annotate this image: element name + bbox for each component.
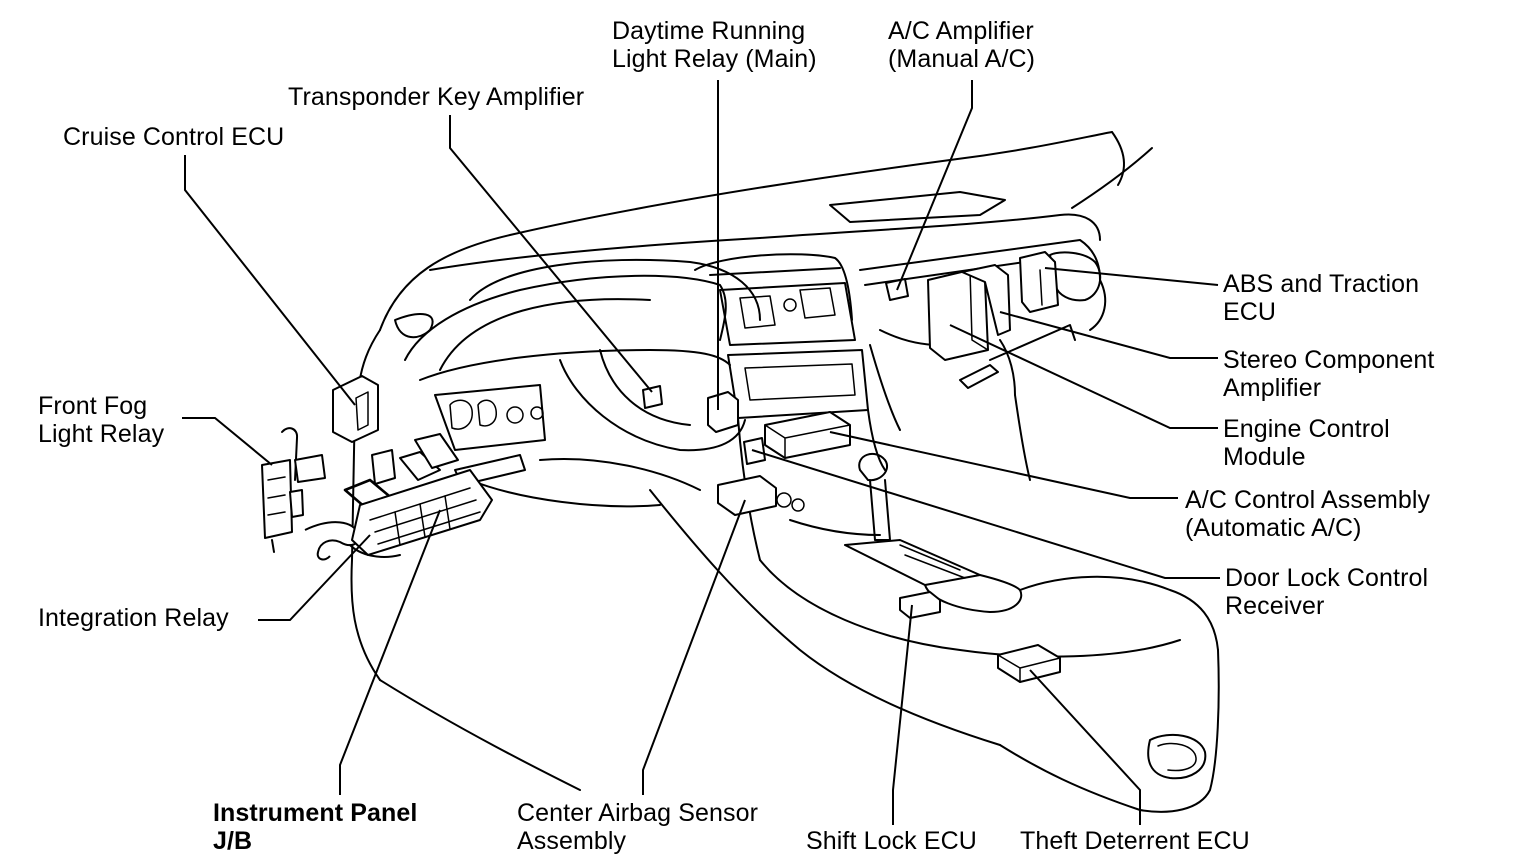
leader-instrument-jb	[339, 509, 441, 795]
leader-cruise	[184, 155, 356, 406]
label-integration-relay: Integration Relay	[38, 604, 229, 632]
label-line: Amplifier	[1223, 374, 1322, 402]
label-line: (Automatic A/C)	[1185, 514, 1362, 542]
label-line: Module	[1223, 443, 1306, 471]
leader-transponder	[449, 115, 653, 393]
leader-lines	[182, 80, 1220, 825]
label-abs-traction-ecu: ABS and Traction ECU	[1223, 270, 1419, 326]
label-daytime-running-relay: Daytime Running Light Relay (Main)	[612, 17, 817, 73]
ac-control-shape	[764, 411, 851, 459]
label-line: Assembly	[517, 827, 627, 855]
label-line: ECU	[1223, 298, 1277, 326]
leader-shift-lock	[892, 604, 913, 825]
leader-engine	[949, 324, 1218, 429]
label-transponder-key-amplifier: Transponder Key Amplifier	[288, 83, 584, 111]
engine-stereo-shape	[927, 251, 1059, 361]
label-instrument-panel-jb: Instrument Panel J/B	[213, 799, 417, 855]
label-line: Shift Lock ECU	[806, 827, 977, 855]
label-line: (Manual A/C)	[888, 45, 1036, 73]
components	[261, 251, 1061, 683]
label-line: Transponder Key Amplifier	[288, 83, 585, 111]
transponder-amplifier-shape	[642, 385, 663, 409]
label-line: A/C Amplifier	[888, 17, 1034, 45]
theft-deterrent-shape	[997, 644, 1061, 683]
leader-front-fog	[182, 417, 273, 466]
label-center-airbag-sensor: Center Airbag Sensor Assembly	[517, 799, 758, 855]
label-line: Daytime Running	[612, 17, 806, 45]
label-ac-amplifier: A/C Amplifier (Manual A/C)	[888, 17, 1035, 73]
leader-ac-amplifier	[896, 80, 973, 291]
label-line: J/B	[213, 827, 253, 855]
label-line: Front Fog	[38, 392, 148, 420]
shift-lock-ecu-shape	[899, 591, 941, 619]
daytime-relay-shape	[707, 391, 739, 433]
leader-stereo	[999, 311, 1218, 359]
label-line: Engine Control	[1223, 415, 1390, 443]
label-line: Door Lock Control	[1225, 564, 1429, 592]
label-shift-lock-ecu: Shift Lock ECU	[806, 827, 977, 855]
label-line: Instrument Panel	[213, 799, 418, 827]
label-line: Cruise Control ECU	[63, 123, 285, 151]
instrument-panel-jb-shape	[304, 433, 493, 561]
label-theft-deterrent-ecu: Theft Deterrent ECU	[1020, 827, 1250, 855]
label-door-lock-control-receiver: Door Lock Control Receiver	[1225, 564, 1428, 620]
label-line: Center Airbag Sensor	[517, 799, 759, 827]
label-line: Integration Relay	[38, 604, 229, 632]
label-engine-control-module: Engine Control Module	[1223, 415, 1390, 471]
label-line: Receiver	[1225, 592, 1325, 620]
leader-integration	[258, 534, 371, 621]
leader-airbag	[642, 499, 746, 795]
leader-door-lock	[751, 449, 1220, 579]
airbag-sensor-shape	[717, 475, 777, 516]
label-front-fog-light-relay: Front Fog Light Relay	[38, 392, 164, 448]
front-fog-relay-shape	[261, 427, 326, 553]
label-line: Light Relay	[38, 420, 165, 448]
leader-theft	[1029, 669, 1141, 825]
label-line: ABS and Traction	[1223, 270, 1420, 298]
label-stereo-component-amplifier: Stereo Component Amplifier	[1223, 346, 1434, 402]
label-line: Light Relay (Main)	[612, 45, 817, 73]
label-line: A/C Control Assembly	[1185, 486, 1431, 514]
label-cruise-control-ecu: Cruise Control ECU	[63, 123, 284, 151]
label-ac-control-assembly: A/C Control Assembly (Automatic A/C)	[1185, 486, 1430, 542]
leader-ac-control	[829, 431, 1178, 499]
label-line: Stereo Component	[1223, 346, 1435, 374]
leader-abs	[1044, 267, 1219, 286]
dashboard-body	[350, 131, 1220, 813]
label-line: Theft Deterrent ECU	[1020, 827, 1250, 855]
